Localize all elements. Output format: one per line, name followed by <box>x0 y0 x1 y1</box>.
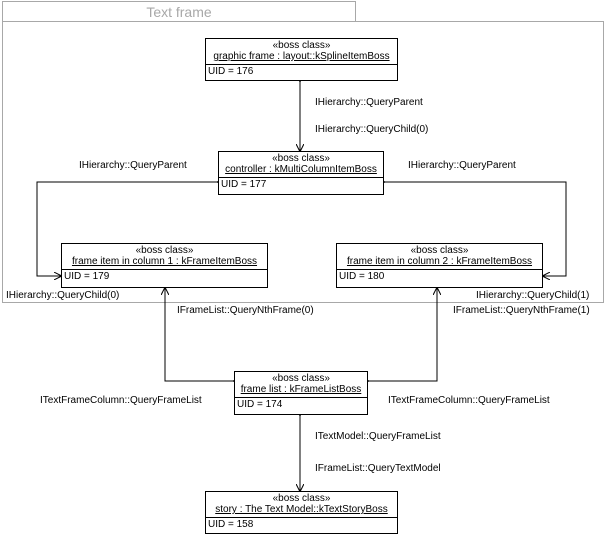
uid-value: UID = 174 <box>237 399 283 410</box>
box-frame-item-column2: «boss class» frame item in column 2 : kF… <box>336 243 543 288</box>
label-query-parent-top: IHierarchy::QueryParent <box>315 97 423 108</box>
boss-name: frame list : kFrameListBoss <box>235 384 367 398</box>
edge-framelist-column2 <box>368 288 437 381</box>
box-frame-item-column1: «boss class» frame item in column 1 : kF… <box>61 243 268 288</box>
uid-value: UID = 180 <box>339 271 385 282</box>
uid-value: UID = 176 <box>208 66 254 77</box>
stereotype-label: «boss class» <box>272 493 331 504</box>
stereotype-label: «boss class» <box>272 40 331 51</box>
label-column-framelist-left: ITextFrameColumn::QueryFrameList <box>40 395 202 406</box>
stereotype-label: «boss class» <box>135 245 194 256</box>
stereotype-label: «boss class» <box>272 373 330 384</box>
label-query-parent-left: IHierarchy::QueryParent <box>79 160 187 171</box>
boss-name: frame item in column 2 : kFrameItemBoss <box>337 256 542 270</box>
label-query-child-right: IHierarchy::QueryChild(1) <box>476 290 590 301</box>
label-nth-frame-left: IFrameList::QueryNthFrame(0) <box>177 305 314 316</box>
label-model-framelist: ITextModel::QueryFrameList <box>315 431 441 442</box>
boss-name: frame item in column 1 : kFrameItemBoss <box>62 256 267 270</box>
box-frame-list: «boss class» frame list : kFrameListBoss… <box>234 371 368 415</box>
box-graphic-frame: «boss class» graphic frame : layout::kSp… <box>205 38 398 81</box>
stereotype-label: «boss class» <box>272 153 330 164</box>
edge-framelist-column1 <box>165 288 234 381</box>
edge-controller-column2 <box>384 182 567 276</box>
uid-value: UID = 179 <box>64 271 110 282</box>
boss-name: graphic frame : layout::kSplineItemBoss <box>206 51 397 65</box>
label-column-framelist-right: ITextFrameColumn::QueryFrameList <box>388 395 550 406</box>
label-framelist-textmodel: IFrameList::QueryTextModel <box>315 463 441 474</box>
text-frame-title: Text frame <box>2 1 356 21</box>
stereotype-label: «boss class» <box>410 245 469 256</box>
label-query-child-top: IHierarchy::QueryChild(0) <box>315 124 429 135</box>
box-story: «boss class» story : The Text Model::kTe… <box>205 491 398 534</box>
uid-value: UID = 158 <box>208 519 254 530</box>
edge-controller-column1 <box>36 182 218 276</box>
label-query-child-left: IHierarchy::QueryChild(0) <box>6 290 120 301</box>
label-query-parent-right: IHierarchy::QueryParent <box>408 160 516 171</box>
label-nth-frame-right: IFrameList::QueryNthFrame(1) <box>453 305 590 316</box>
boss-name: controller : kMultiColumnItemBoss <box>219 164 383 178</box>
uid-value: UID = 177 <box>221 179 267 190</box>
box-controller: «boss class» controller : kMultiColumnIt… <box>218 151 384 195</box>
boss-name: story : The Text Model::kTextStoryBoss <box>206 504 397 518</box>
